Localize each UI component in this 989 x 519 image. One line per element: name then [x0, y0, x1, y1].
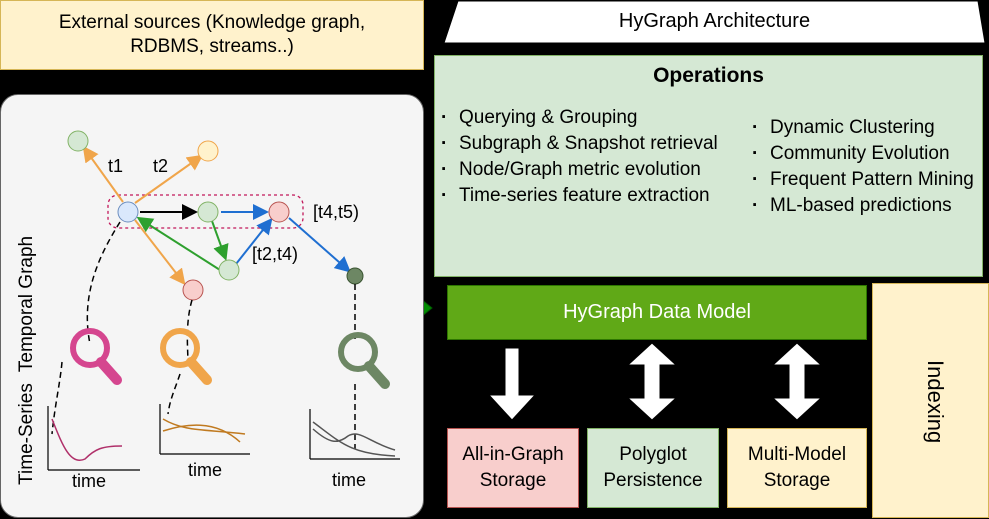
temporal-graph-label: Temporal Graph: [16, 236, 37, 372]
graph-node: [67, 130, 89, 152]
operation-item: Dynamic Clustering: [746, 117, 982, 139]
operation-item: Time-series feature extraction: [435, 185, 735, 207]
time-series-plot-2: time: [159, 404, 250, 480]
operation-item: Node/Graph metric evolution: [435, 159, 735, 181]
operation-item: Subgraph & Snapshot retrieval: [435, 133, 735, 155]
edge-label-t2: t2: [153, 156, 168, 176]
graph-node: [218, 259, 240, 281]
operations-right-list: Dynamic Clustering Community Evolution F…: [746, 117, 982, 221]
operation-item: ML-based predictions: [746, 195, 982, 217]
external-sources-box: External sources (Knowledge graph, RDBMS…: [0, 0, 424, 70]
operations-box: Operations Querying & Grouping Subgraph …: [434, 55, 983, 277]
operations-title: Operations: [653, 64, 764, 87]
graph-node: [346, 267, 364, 285]
magnifier-gray-icon: [338, 332, 390, 389]
magnifier-pink-icon: [70, 328, 122, 385]
operations-left-list: Querying & Grouping Subgraph & Snapshot …: [435, 107, 735, 211]
double-arrow-icon: [771, 342, 823, 421]
graph-node: [197, 140, 219, 162]
graph-node: [268, 201, 290, 223]
time-series-label: Time-Series: [16, 383, 37, 485]
data-model-box: HyGraph Data Model: [447, 285, 867, 340]
external-sources-line2: RDBMS, streams..): [130, 36, 294, 57]
down-arrow-icon: [487, 347, 537, 421]
operation-item: Community Evolution: [746, 143, 982, 165]
operation-item: Frequent Pattern Mining: [746, 169, 982, 191]
storage-all-in-graph: All-in-Graph Storage: [447, 428, 579, 508]
storage-multi-model: Multi-Model Storage: [727, 428, 867, 508]
time-axis-label: time: [332, 470, 366, 490]
storage-label: Multi-Model Storage: [747, 444, 847, 491]
graph-node: [182, 279, 204, 301]
storage-polyglot: Polyglot Persistence: [587, 428, 719, 508]
edge-label-t4t5: [t4,t5): [313, 202, 359, 222]
time-axis-label: time: [72, 471, 106, 491]
graph-node: [197, 201, 219, 223]
temporal-graph-panel: [0, 94, 424, 518]
indexing-label: Indexing: [923, 359, 948, 444]
edge-label-t1: t1: [108, 156, 123, 176]
architecture-title-shape: [443, 0, 986, 44]
highlight-region: [107, 194, 304, 229]
indexing-box: Indexing: [872, 283, 989, 518]
storage-label: All-in-Graph Storage: [462, 444, 564, 491]
magnifier-orange-icon: [160, 328, 212, 385]
operation-item: Querying & Grouping: [435, 107, 735, 129]
storage-arrows: [487, 342, 823, 421]
time-series-plot-3: time: [309, 409, 400, 490]
graph-node: [117, 201, 139, 223]
time-series-plot-1: time: [47, 406, 140, 491]
double-arrow-icon: [626, 342, 678, 421]
temporal-graph-diagram: Temporal Graph Time-Series t1 t2 [t4,t5)…: [16, 130, 400, 491]
time-axis-label: time: [188, 460, 222, 480]
architecture-title: HyGraph Architecture: [618, 10, 811, 32]
edge-label-t2t4: [t2,t4): [252, 244, 298, 264]
storage-label: Polyglot Persistence: [603, 444, 703, 491]
external-sources-line1: External sources (Knowledge graph,: [58, 12, 366, 33]
